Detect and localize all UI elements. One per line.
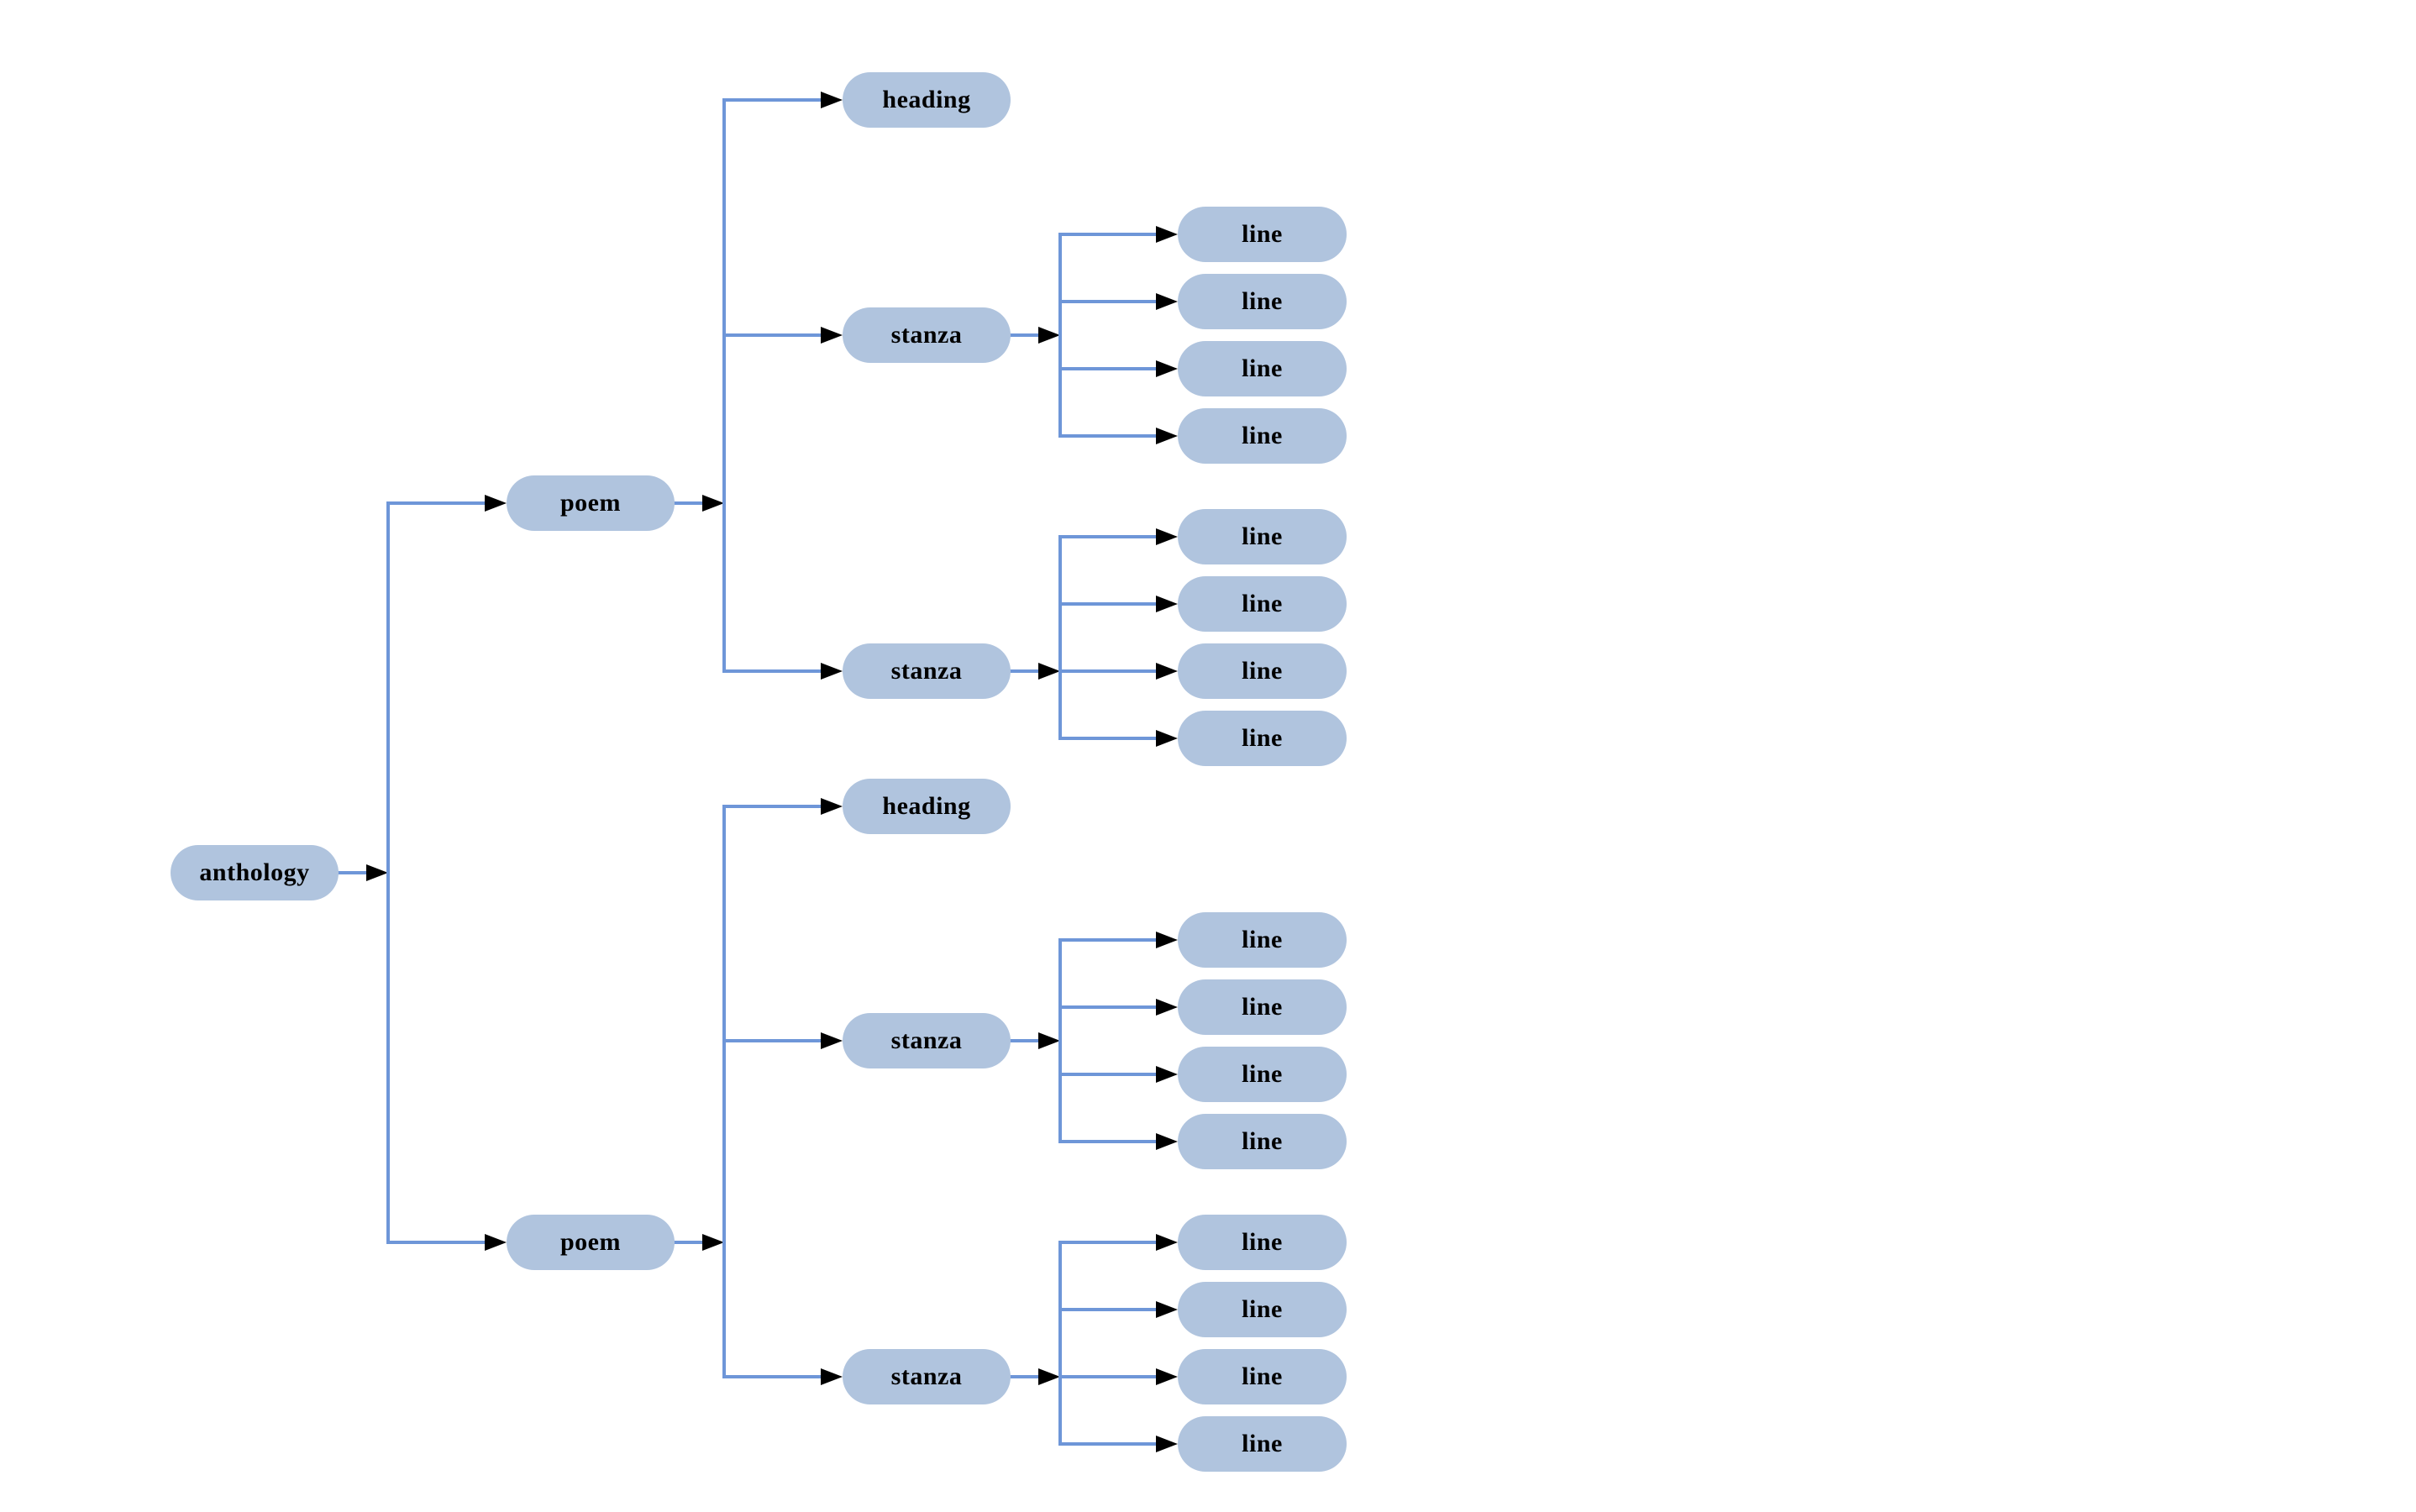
arrowhead-icon (1038, 663, 1060, 680)
arrowhead-icon (1156, 360, 1178, 377)
arrowhead-icon (1156, 1234, 1178, 1251)
node-poem: poem (507, 1215, 675, 1270)
node-label: line (1242, 1127, 1283, 1155)
node-label: line (1242, 1060, 1283, 1088)
node-anthology: anthology (171, 845, 339, 900)
node-label: poem (560, 489, 621, 517)
arrowhead-icon (702, 495, 724, 512)
node-stanza: stanza (843, 643, 1011, 699)
node-stanza: stanza (843, 1013, 1011, 1068)
node-line: line (1178, 1416, 1347, 1472)
arrowhead-icon (1038, 1032, 1060, 1049)
arrowhead-icon (1156, 730, 1178, 747)
node-poem: poem (507, 475, 675, 531)
arrowhead-icon (1156, 999, 1178, 1016)
arrowhead-icon (1156, 528, 1178, 545)
arrowhead-icon (1156, 1368, 1178, 1385)
node-label: line (1242, 1228, 1283, 1256)
node-stanza: stanza (843, 307, 1011, 363)
node-line: line (1178, 1114, 1347, 1169)
node-label: line (1242, 522, 1283, 550)
node-line: line (1178, 341, 1347, 396)
node-line: line (1178, 643, 1347, 699)
node-line: line (1178, 207, 1347, 262)
node-label: line (1242, 1295, 1283, 1323)
node-label: stanza (890, 1362, 963, 1390)
arrowhead-icon (366, 864, 388, 881)
node-label: line (1242, 422, 1283, 449)
node-label: stanza (890, 321, 963, 349)
arrowhead-icon (821, 1368, 843, 1385)
node-label: poem (560, 1228, 621, 1256)
node-line: line (1178, 979, 1347, 1035)
node-label: line (1242, 926, 1283, 953)
arrowhead-icon (821, 327, 843, 344)
node-heading: heading (843, 779, 1011, 834)
node-line: line (1178, 1215, 1347, 1270)
node-line: line (1178, 509, 1347, 564)
arrowhead-icon (1156, 1436, 1178, 1452)
arrowhead-icon (1156, 293, 1178, 310)
node-line: line (1178, 1047, 1347, 1102)
arrowhead-icon (1156, 428, 1178, 444)
arrowhead-icon (1038, 327, 1060, 344)
arrowhead-icon (821, 663, 843, 680)
arrowhead-icon (1156, 932, 1178, 948)
arrowhead-icon (1156, 1301, 1178, 1318)
node-line: line (1178, 576, 1347, 632)
node-line: line (1178, 912, 1347, 968)
node-label: stanza (890, 657, 963, 685)
node-label: line (1242, 993, 1283, 1021)
node-label: line (1242, 590, 1283, 617)
node-line: line (1178, 274, 1347, 329)
node-label: anthology (199, 858, 310, 886)
node-stanza: stanza (843, 1349, 1011, 1404)
arrowhead-icon (1156, 663, 1178, 680)
arrowhead-icon (485, 495, 507, 512)
arrowhead-icon (1038, 1368, 1060, 1385)
node-label: line (1242, 354, 1283, 382)
arrowhead-icon (1156, 226, 1178, 243)
node-heading: heading (843, 72, 1011, 128)
arrowhead-icon (1156, 1066, 1178, 1083)
arrowhead-icon (821, 1032, 843, 1049)
arrowhead-icon (702, 1234, 724, 1251)
arrowhead-icon (821, 798, 843, 815)
arrowhead-icon (1156, 596, 1178, 612)
node-label: line (1242, 220, 1283, 248)
node-line: line (1178, 408, 1347, 464)
node-label: stanza (890, 1026, 963, 1054)
arrowhead-icon (1156, 1133, 1178, 1150)
node-line: line (1178, 1282, 1347, 1337)
node-label: heading (882, 86, 971, 113)
node-line: line (1178, 711, 1347, 766)
node-label: line (1242, 724, 1283, 752)
arrowhead-icon (485, 1234, 507, 1251)
node-label: line (1242, 287, 1283, 315)
node-label: line (1242, 1430, 1283, 1457)
node-label: line (1242, 657, 1283, 685)
node-label: heading (882, 792, 971, 820)
arrowhead-icon (821, 92, 843, 108)
node-label: line (1242, 1362, 1283, 1390)
node-line: line (1178, 1349, 1347, 1404)
